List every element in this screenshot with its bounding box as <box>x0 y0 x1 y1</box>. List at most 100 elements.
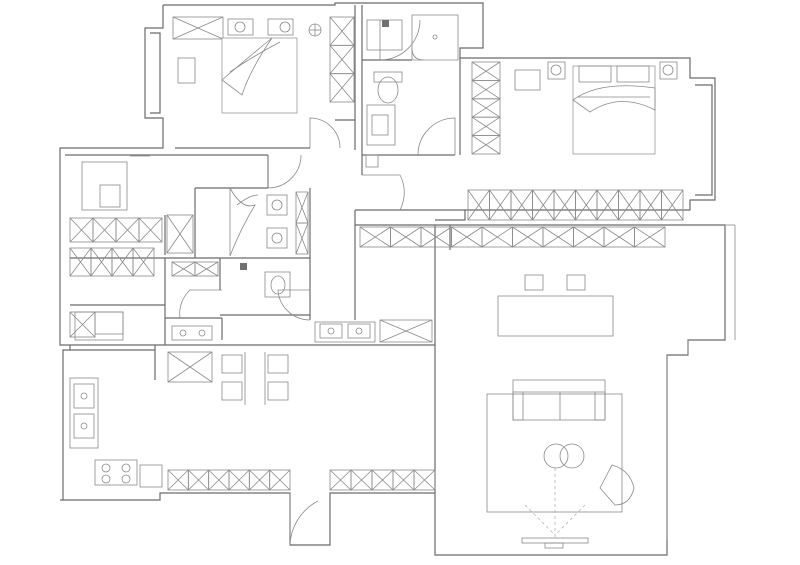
cabinet-cross <box>481 226 513 248</box>
cabinet-unit <box>138 217 163 243</box>
toilet <box>270 275 286 295</box>
cabinet-unit <box>413 469 436 491</box>
cabinet-cross <box>471 61 501 81</box>
bathroom-upper <box>365 14 459 168</box>
cabinet-cross <box>371 469 394 491</box>
cabinet-cross <box>451 226 483 248</box>
cabinet-cross <box>166 214 194 254</box>
cabinet-cross <box>542 226 574 248</box>
bar-counter <box>497 295 614 337</box>
cabinet-cross <box>167 469 189 491</box>
vanity-sink <box>366 104 396 146</box>
cabinet-cross <box>69 217 94 243</box>
cabinet-cross <box>618 189 641 221</box>
cabinet-cross <box>194 261 219 277</box>
chair <box>221 354 243 374</box>
cabinet-unit <box>661 189 684 221</box>
cabinet-cross <box>350 469 373 491</box>
cabinet-cross <box>329 16 355 46</box>
cabinet-cross <box>512 226 544 248</box>
cabinet-cross <box>471 80 501 100</box>
cabinet-cross <box>92 217 117 243</box>
cabinet-cross <box>379 319 433 343</box>
cabinet-unit <box>329 73 355 103</box>
doors <box>179 19 456 546</box>
cabinet-cross <box>359 226 391 248</box>
cabinet-cross <box>575 189 598 221</box>
cabinet-cross <box>208 469 230 491</box>
cabinet-cross <box>471 116 501 136</box>
kids-bedroom <box>229 187 288 257</box>
cabinet-cross <box>115 217 140 243</box>
coffee-table <box>543 443 569 469</box>
double-bed <box>221 37 298 114</box>
cabinet-unit <box>295 222 309 255</box>
double-sink-counter <box>314 321 376 343</box>
cabinet-cross <box>329 469 352 491</box>
cabinet-cross <box>603 226 635 248</box>
cabinet-cross <box>111 247 134 277</box>
cabinet-unit <box>471 135 501 155</box>
cabinet-cross <box>69 247 92 277</box>
cabinet-cross <box>171 261 196 277</box>
desk <box>177 57 196 84</box>
bedroom-upper-left <box>172 16 322 114</box>
cabinet-cross <box>532 189 555 221</box>
cabinet-cross <box>329 73 355 103</box>
cabinet-cross <box>489 189 512 221</box>
laundry-corridor <box>74 311 376 343</box>
master-bedroom <box>514 61 678 155</box>
cabinet-unit <box>166 214 194 254</box>
kitchen <box>69 377 163 488</box>
cabinet-unit <box>194 261 219 277</box>
cabinet-cross <box>390 226 422 248</box>
study <box>81 155 150 211</box>
cabinet-cross <box>392 469 415 491</box>
bathroom-middle <box>171 263 291 341</box>
chair <box>267 354 289 374</box>
cabinet-cross <box>467 189 490 221</box>
coffee-table <box>559 443 585 469</box>
cabinet-cross <box>138 217 163 243</box>
cabinet-cross <box>471 98 501 118</box>
cabinet-cross <box>420 226 452 248</box>
living-room <box>486 274 635 549</box>
rug <box>486 393 623 513</box>
cabinet-cross <box>69 311 96 338</box>
cabinet-unit <box>379 319 433 343</box>
cabinet-cross <box>188 469 209 491</box>
cabinet-cross <box>573 226 605 248</box>
chair <box>267 381 289 401</box>
chair <box>221 381 243 401</box>
cabinet-cross <box>634 226 666 248</box>
cabinet-unit <box>132 247 155 277</box>
toilet <box>377 76 399 104</box>
cabinet-cross <box>661 189 684 221</box>
cabinet-cross <box>639 189 662 221</box>
built-in-cabinets <box>69 16 684 491</box>
cabinet-cross <box>295 191 309 224</box>
cabinet-cross <box>329 45 355 74</box>
stool <box>524 274 544 291</box>
double-bed <box>572 65 656 155</box>
tv-console <box>521 537 589 544</box>
interior-walls <box>65 5 465 493</box>
sofa <box>512 379 606 421</box>
cabinet-cross <box>596 189 619 221</box>
cabinet-cross <box>228 469 250 491</box>
cabinet-cross <box>413 469 436 491</box>
double-sink <box>69 377 99 449</box>
armchair <box>599 464 635 506</box>
stool <box>566 274 586 291</box>
cabinet-cross <box>553 189 576 221</box>
stove <box>94 459 138 486</box>
cabinet-unit <box>269 469 291 491</box>
cabinet-cross <box>510 189 533 221</box>
cabinet-cross <box>249 469 270 491</box>
desk <box>81 161 128 211</box>
dining <box>167 351 289 405</box>
cabinet-cross <box>90 247 113 277</box>
windows <box>666 224 736 540</box>
cabinet-cross <box>295 222 309 255</box>
